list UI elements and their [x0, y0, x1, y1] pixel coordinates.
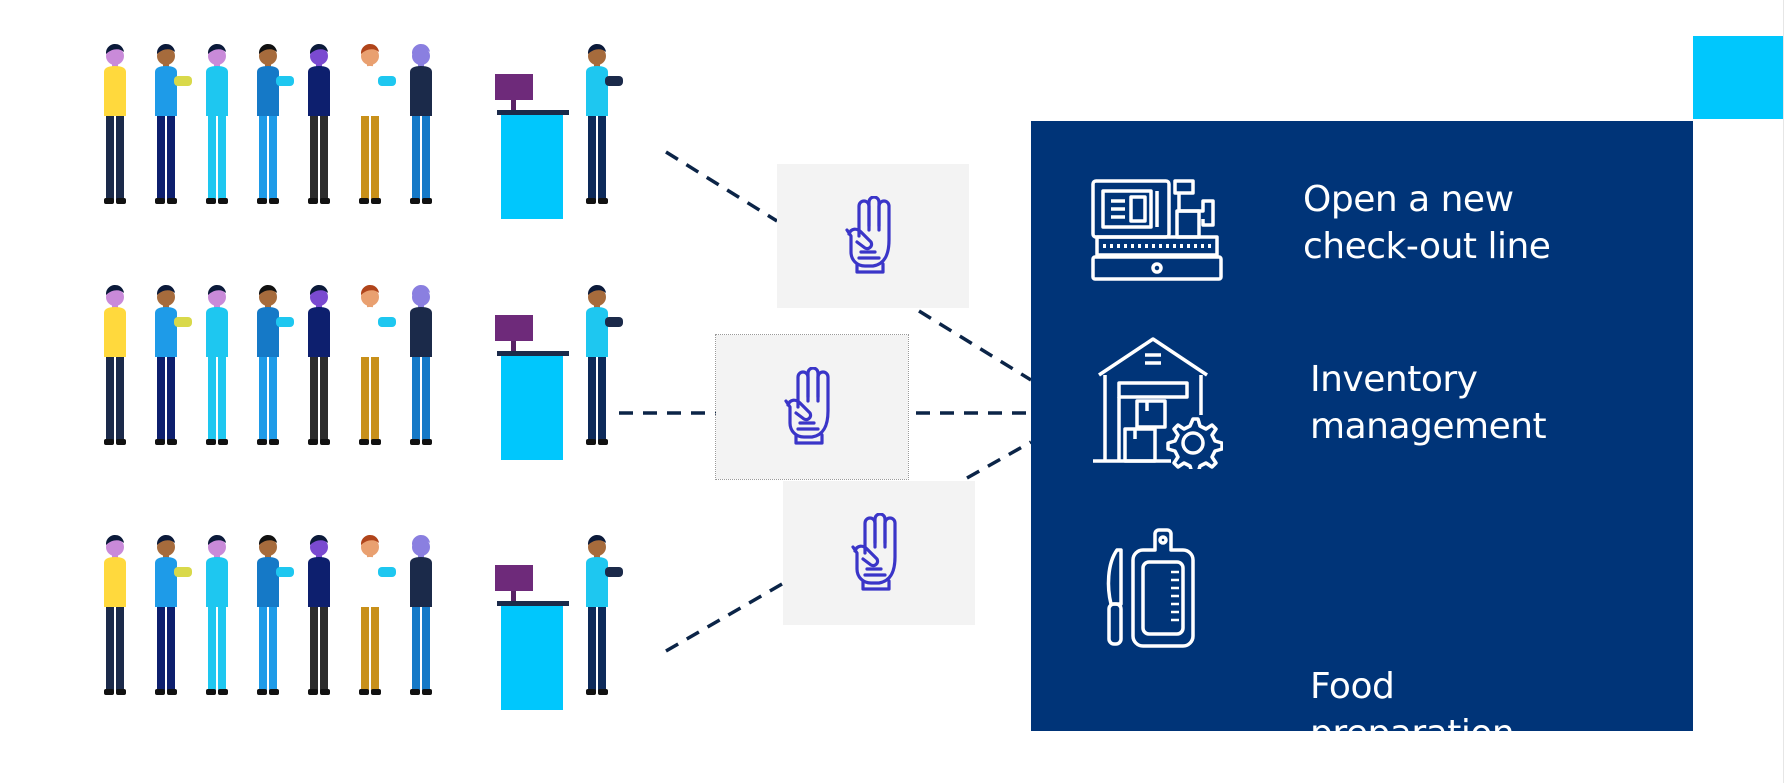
- customer-figure: [257, 284, 294, 445]
- checkout-counter: [495, 315, 569, 460]
- queue-illustration: [104, 43, 623, 219]
- customer-figure: [206, 534, 228, 695]
- cashier-figure: [586, 284, 623, 445]
- customer-figure: [257, 534, 294, 695]
- three-fingers-hand-icon: [845, 196, 891, 274]
- warehouse-gear-icon: [1093, 337, 1223, 469]
- option-label: Food preparation: [1310, 666, 1515, 754]
- customer-figure: [155, 534, 192, 695]
- customer-figure: [257, 43, 294, 204]
- checkout-queue-2: [95, 279, 625, 469]
- customer-figure: [206, 43, 228, 204]
- connector-line: [665, 582, 783, 653]
- cashier-figure: [586, 43, 623, 204]
- three-fingers-hand-icon: [851, 513, 897, 591]
- three-fingers-hand-icon: [784, 367, 830, 445]
- customer-figure: [308, 43, 330, 204]
- customer-figure: [410, 534, 432, 695]
- cash-register-icon: [1091, 179, 1223, 281]
- customer-figure: [104, 284, 126, 445]
- customer-figure: [410, 284, 432, 445]
- customer-figure: [206, 284, 228, 445]
- checkout-counter: [495, 565, 569, 710]
- gesture-card-3[interactable]: [783, 481, 975, 625]
- option-label: Inventory management: [1310, 359, 1547, 447]
- customer-figure: [359, 534, 396, 695]
- connector-line: [665, 150, 778, 223]
- customer-figure: [155, 284, 192, 445]
- customer-figure: [359, 284, 396, 445]
- customer-figure: [410, 43, 432, 204]
- checkout-counter: [495, 74, 569, 219]
- checkout-queue-3: [95, 529, 625, 719]
- connector-line: [918, 309, 1032, 382]
- option-label: Open a new check-out line: [1303, 179, 1551, 267]
- knife-cutting-board-icon: [1106, 528, 1195, 648]
- customer-figure: [155, 43, 192, 204]
- cashier-figure: [586, 534, 623, 695]
- queue-illustration: [104, 284, 623, 460]
- gesture-card-1[interactable]: [777, 164, 969, 308]
- customer-figure: [104, 534, 126, 695]
- accent-square: [1693, 36, 1784, 119]
- customer-figure: [308, 534, 330, 695]
- connector-line: [966, 440, 1032, 480]
- queue-illustration: [104, 534, 623, 710]
- checkout-queue-1: [95, 38, 625, 228]
- gesture-card-2[interactable]: [715, 334, 909, 480]
- customer-figure: [359, 43, 396, 204]
- options-panel: Open a new check-out line Inventory mana…: [1031, 121, 1693, 754]
- customer-figure: [104, 43, 126, 204]
- customer-figure: [308, 284, 330, 445]
